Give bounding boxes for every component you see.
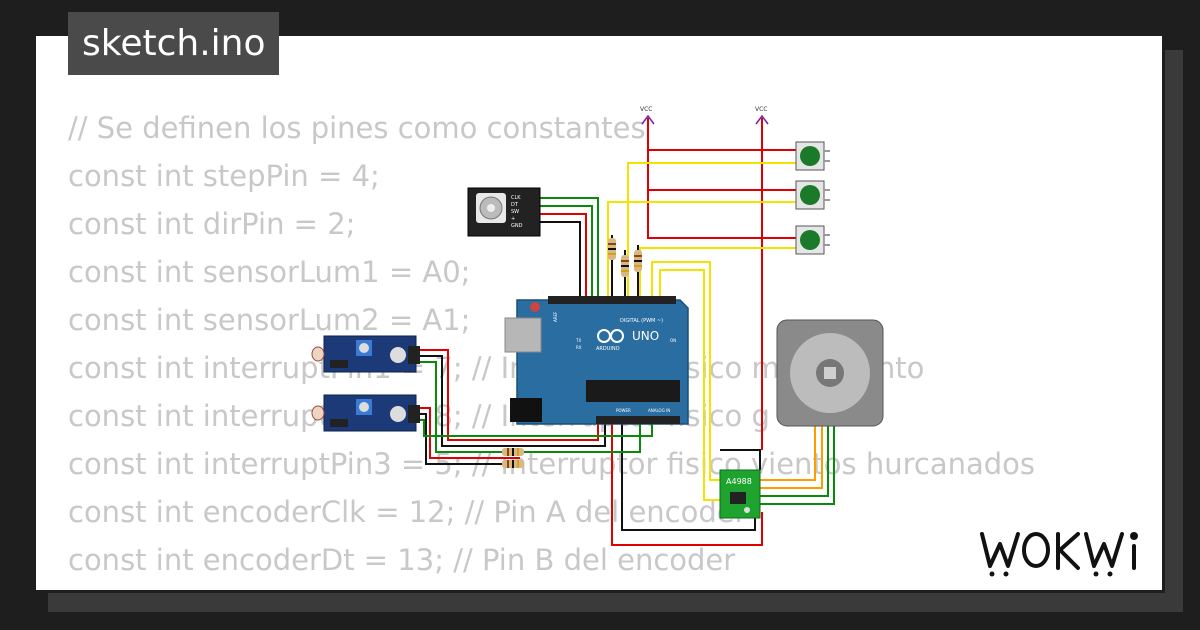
wire-sensor1-out	[420, 361, 641, 453]
arduino-on-label: ON	[670, 338, 676, 343]
encoder-pin-label: DT	[511, 202, 519, 208]
wire-vcc-1	[647, 118, 800, 151]
vcc-arrow-icon	[641, 114, 655, 125]
light-sensor-module[interactable]	[311, 335, 420, 373]
button-cap-icon	[800, 185, 820, 205]
power-jack	[510, 398, 542, 422]
code-line: const int dirPin = 2;	[68, 207, 356, 241]
rotary-encoder[interactable]: CLK DT SW + GND	[467, 187, 541, 237]
wire-vcc-1c	[647, 190, 800, 239]
wire-driver-step	[651, 261, 722, 481]
arduino-name: ARDUINO	[596, 346, 620, 352]
arduino-digital-label: DIGITAL (PWM ~)	[620, 318, 663, 324]
code-line: const int sensorLum2 = A1;	[68, 303, 471, 337]
reset-button[interactable]	[530, 302, 540, 312]
arduino-brand: UNO	[632, 329, 659, 343]
vcc-arrow-icon	[755, 114, 769, 125]
driver-label: A4988	[726, 477, 752, 486]
wire-button-2	[607, 201, 800, 296]
wire-sensor1-gnd	[420, 355, 606, 447]
wire-encoder-gnd	[540, 221, 581, 296]
usb-port	[504, 317, 542, 353]
button-cap-icon	[800, 230, 820, 250]
code-line: const int encoderDt = 13; // Pin B del e…	[68, 543, 736, 577]
wire-motor-3	[760, 425, 829, 497]
arduino-rx-label: RX	[576, 345, 582, 350]
wire-button-3	[639, 247, 800, 296]
wire-vcc-1b	[647, 150, 800, 191]
wire-motor-2	[760, 425, 823, 489]
stepper-motor[interactable]	[776, 319, 884, 427]
push-button[interactable]	[795, 225, 830, 255]
wire-driver-dir	[659, 269, 722, 501]
resistor	[608, 238, 616, 260]
code-line: const int sensorLum1 = A0;	[68, 255, 471, 289]
wire-motor-4	[760, 425, 835, 505]
wire-sensor2-vcc	[420, 407, 520, 459]
wire-driver-gnd	[621, 420, 756, 531]
ldr-icon	[311, 405, 325, 421]
wire-sensor2-out	[420, 419, 653, 437]
file-tab: sketch.ino	[68, 12, 280, 75]
encoder-pin-label: CLK	[511, 195, 521, 201]
wire-encoder-dt	[540, 205, 593, 296]
arduino-power-label: POWER	[616, 408, 631, 413]
arduino-tx-label: TX	[575, 338, 581, 343]
arduino-logo-icon	[597, 329, 624, 343]
vcc-label: VCC	[640, 106, 652, 113]
wire-sensor1-vcc	[420, 349, 599, 441]
wire-button-1	[627, 162, 800, 296]
code-line: const int encoderClk = 12; // Pin A del …	[68, 495, 747, 529]
vcc-markers: VCC VCC	[640, 106, 769, 125]
push-button[interactable]	[795, 141, 830, 171]
wire-encoder-vcc	[540, 213, 587, 296]
wokwi-logo	[980, 532, 1138, 577]
wire-driver-vcc	[611, 420, 763, 546]
vcc-label: VCC	[755, 106, 767, 113]
encoder-pin-label: GND	[511, 223, 523, 229]
encoder-pin-label: SW	[511, 209, 519, 215]
button-cap-icon	[800, 146, 820, 166]
resistor	[621, 255, 629, 277]
ldr-icon	[311, 346, 325, 362]
resistor	[634, 250, 642, 272]
microcontroller-chip	[586, 380, 680, 402]
code-line: const int stepPin = 4;	[68, 159, 380, 193]
push-button[interactable]	[795, 180, 830, 210]
wire-encoder-clk	[540, 197, 599, 296]
a4988-driver[interactable]: A4988	[719, 469, 761, 519]
encoder-pin-label: +	[511, 216, 515, 222]
arduino-aref-label: AREF	[553, 311, 558, 322]
wire-sensor2-gnd	[420, 413, 520, 465]
light-sensor-module[interactable]	[311, 394, 420, 432]
wire-motor-1	[760, 425, 816, 481]
arduino-uno[interactable]: AREF DIGITAL (PWM ~) UNO ARDUINO TX RX O…	[504, 296, 689, 425]
code-line: // Se definen los pines como constantes	[68, 111, 646, 145]
wire-driver-ms	[720, 449, 761, 470]
arduino-analog-label: ANALOG IN	[648, 408, 670, 413]
resistor	[502, 460, 524, 468]
resistor	[502, 448, 524, 456]
